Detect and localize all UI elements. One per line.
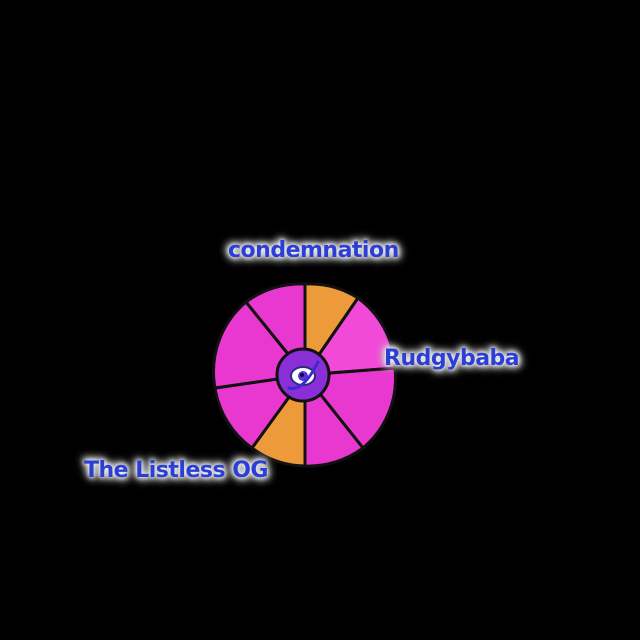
- label-condemnation: condemnation: [228, 238, 399, 263]
- wheel-segment: [303, 296, 397, 377]
- eye-icon: [287, 360, 320, 390]
- label-the-listless-og: The Listless OG: [84, 458, 269, 483]
- label-rudgybaba: Rudgybaba: [384, 346, 520, 371]
- wheel-segment: [303, 366, 398, 450]
